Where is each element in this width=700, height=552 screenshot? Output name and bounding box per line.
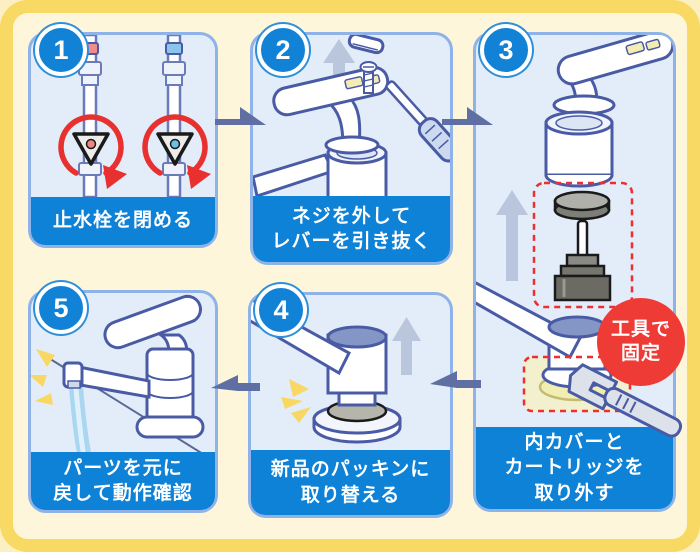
sparkle-marks <box>31 349 55 405</box>
step-3-number-badge: 3 <box>480 24 532 76</box>
step-1-number-badge: 1 <box>35 24 87 76</box>
step-3-illustration <box>476 35 673 430</box>
cartridge-parts <box>553 190 612 302</box>
step-3-panel: 内カバーと カートリッジを 取り外す 3 <box>473 24 676 512</box>
step-1-caption: 止水栓を閉める <box>31 197 215 245</box>
step-5-illustration <box>31 293 215 455</box>
step-2-panel: ネジを外して レバーを引き抜く 2 <box>250 24 453 265</box>
inner-cover-dome <box>544 110 614 188</box>
lever-handle <box>272 66 390 155</box>
cartridge-highlight-dashed-box <box>532 181 634 309</box>
cartridge-removal-illustration <box>476 35 673 413</box>
step-2-number-badge: 2 <box>257 24 309 76</box>
step-4-panel: 新品のパッキンに 取り替える 4 <box>248 284 453 518</box>
step-3-caption: 内カバーと カートリッジを 取り外す <box>476 427 673 509</box>
water-stream <box>69 380 91 455</box>
removed-lever <box>552 35 673 116</box>
step-5-caption: パーツを元に 戻して動作確認 <box>31 452 215 510</box>
step-1-panel: 止水栓を閉める 1 <box>28 24 218 248</box>
step-4-number-badge: 4 <box>255 284 307 336</box>
step-4-caption: 新品のパッキンに 取り替える <box>251 450 450 515</box>
lift-arrow-icon <box>496 190 528 281</box>
hot-valve-rotation <box>58 114 127 189</box>
cold-valve-rotation <box>142 114 211 189</box>
tool-fix-badge: 工具で 固定 <box>597 298 685 386</box>
screwdriver-icon <box>385 80 450 163</box>
sparkle-marks <box>281 379 311 423</box>
assembled-faucet-illustration <box>31 294 205 455</box>
step-5-panel: パーツを元に 戻して動作確認 5 <box>28 282 218 513</box>
faucet <box>62 294 205 439</box>
lever-cap <box>347 35 385 55</box>
step-2-caption: ネジを外して レバーを引き抜く <box>253 196 450 262</box>
screw-icon <box>359 61 378 94</box>
step-2-illustration <box>253 35 450 199</box>
step-5-number-badge: 5 <box>35 282 87 334</box>
lift-arrow-icon <box>392 317 421 375</box>
lever-removal-illustration <box>253 35 450 199</box>
